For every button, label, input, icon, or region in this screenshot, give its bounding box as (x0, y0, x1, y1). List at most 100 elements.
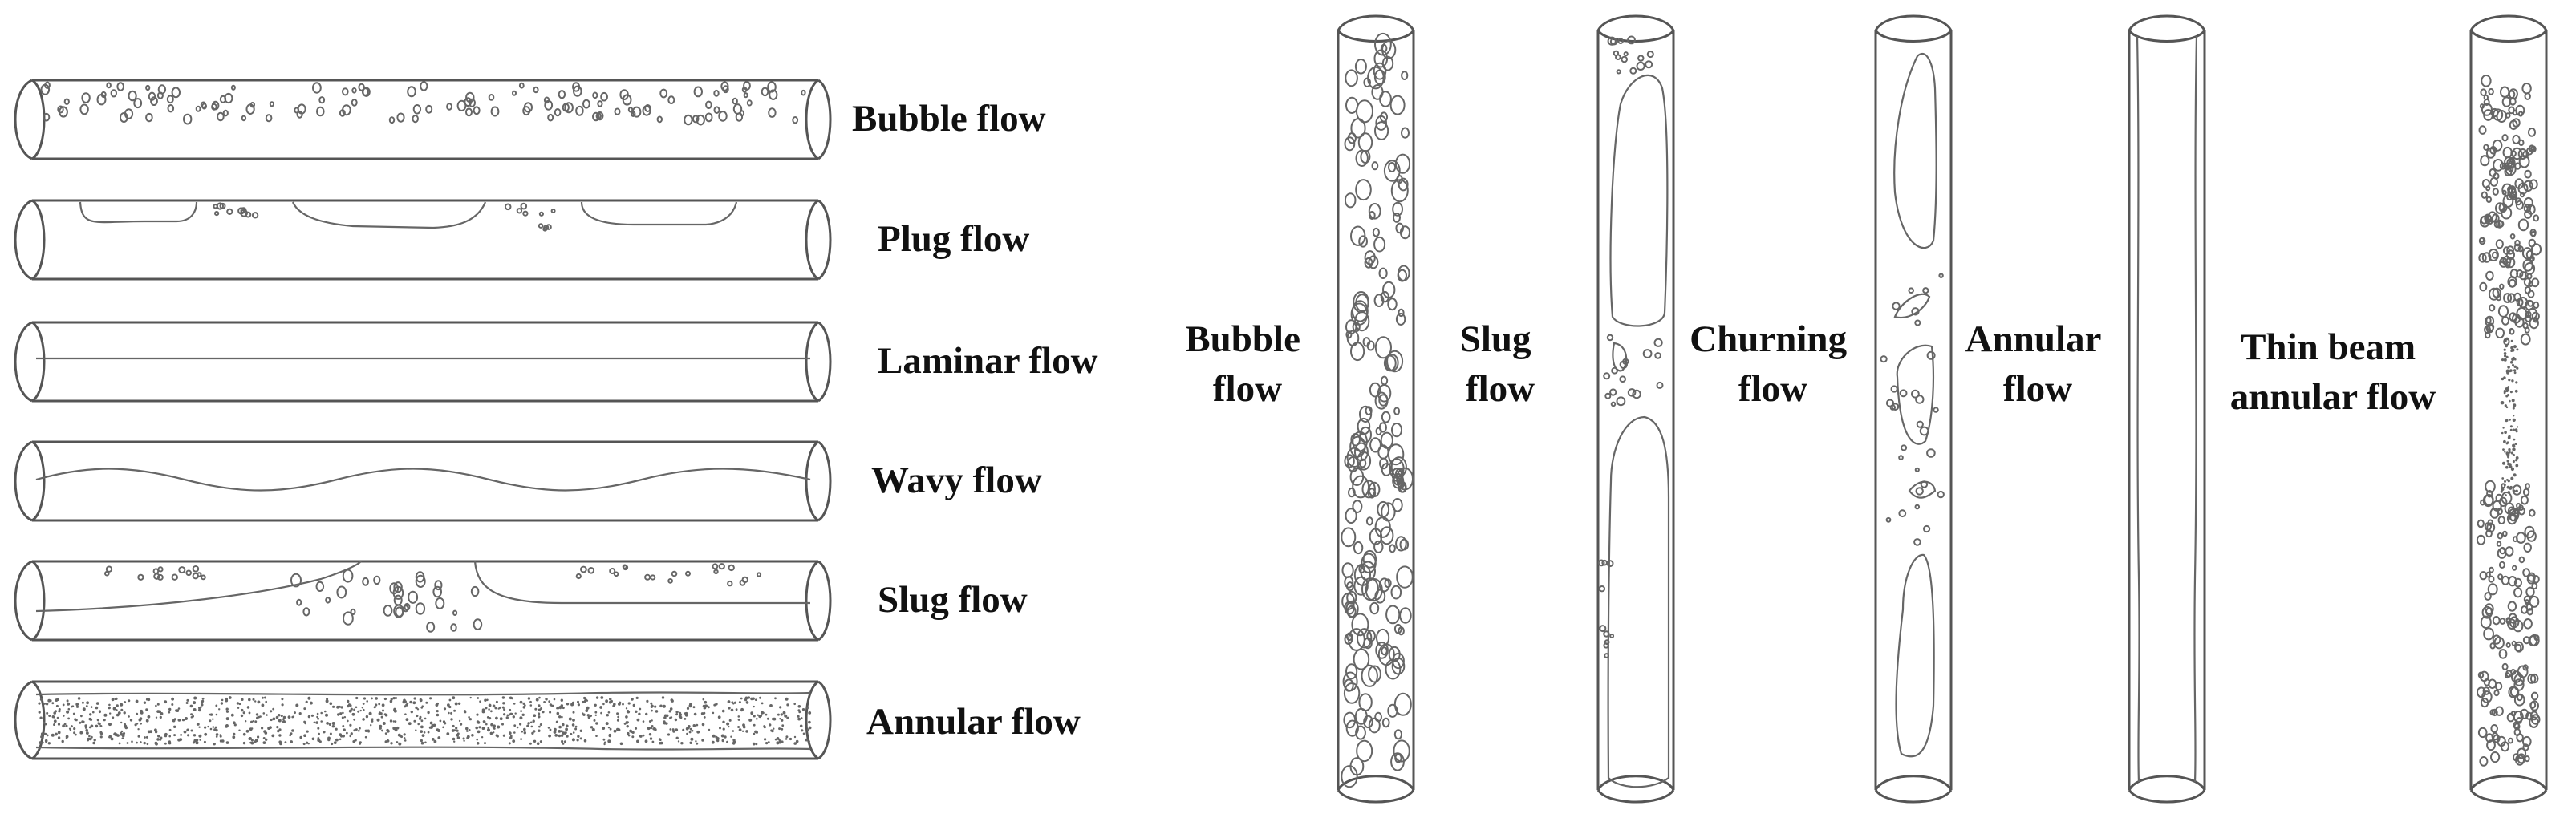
bubble (148, 91, 156, 101)
droplet (806, 707, 809, 710)
droplet (748, 718, 753, 722)
bubble (712, 563, 719, 570)
bubble (2478, 253, 2487, 263)
bubble (2529, 508, 2536, 517)
droplet (348, 703, 351, 707)
bubble (743, 92, 748, 99)
droplet (403, 733, 406, 736)
droplet (612, 704, 615, 707)
bubble (2477, 519, 2485, 528)
droplet (255, 713, 259, 716)
droplet (450, 711, 453, 715)
droplet (131, 740, 133, 743)
droplet (539, 740, 542, 743)
droplet (780, 713, 783, 716)
bubble (2497, 735, 2506, 747)
droplet (715, 735, 718, 739)
droplet (339, 738, 342, 741)
bubble (1385, 605, 1401, 625)
droplet (352, 740, 355, 743)
droplet (136, 741, 138, 744)
bubble (2508, 165, 2514, 172)
droplet (258, 715, 261, 719)
droplet (408, 722, 412, 726)
droplet (399, 734, 402, 738)
droplet (484, 698, 487, 702)
bubble (412, 104, 422, 115)
droplet (44, 723, 47, 726)
droplet (171, 703, 174, 706)
bubble (1629, 67, 1637, 75)
droplet (403, 737, 406, 739)
bubble (1368, 255, 1379, 269)
droplet (505, 716, 509, 719)
droplet (453, 740, 456, 743)
droplet (392, 720, 395, 723)
pipe-annular-flow (14, 680, 832, 760)
bubble (1374, 336, 1393, 359)
droplet (781, 727, 784, 731)
droplet (2500, 401, 2504, 405)
droplet (225, 707, 229, 711)
bubble (2480, 216, 2488, 225)
droplet (81, 720, 84, 723)
bubble (2516, 532, 2526, 544)
droplet (764, 738, 767, 741)
droplet (510, 697, 513, 700)
bubble (1621, 55, 1628, 63)
droplet (305, 700, 308, 703)
droplet (437, 736, 441, 739)
droplet (313, 721, 316, 724)
bubble (2488, 249, 2499, 261)
droplet (476, 738, 478, 741)
label-wavy-flow: Wavy flow (871, 460, 1042, 501)
bubble (2512, 110, 2518, 116)
bubble (1351, 613, 1369, 637)
droplet (501, 723, 504, 726)
droplet (149, 730, 153, 734)
bubble (2497, 516, 2505, 524)
bubble (1355, 725, 1366, 740)
droplet (79, 731, 83, 735)
droplet (793, 703, 796, 706)
droplet (348, 709, 352, 713)
droplet (423, 731, 426, 734)
bubble (1914, 504, 1921, 510)
droplet (526, 724, 529, 727)
droplet (209, 713, 213, 716)
droplet (46, 734, 49, 737)
droplet (721, 709, 725, 713)
droplet (565, 727, 568, 731)
droplet (350, 707, 353, 711)
bubble (396, 112, 405, 123)
bubble (1598, 585, 1606, 593)
droplet (765, 713, 768, 716)
droplet (745, 730, 748, 733)
droplet (737, 718, 740, 721)
droplet (175, 709, 178, 712)
droplet (590, 726, 594, 729)
droplet (318, 732, 321, 735)
droplet (501, 696, 505, 699)
droplet (560, 730, 563, 733)
droplet (595, 722, 598, 725)
bubble (145, 84, 151, 91)
droplet (66, 710, 70, 714)
droplet (436, 713, 440, 717)
droplet (486, 716, 489, 719)
bubble (2495, 327, 2505, 339)
droplet (433, 739, 437, 743)
bubble (1350, 342, 1365, 362)
droplet (477, 721, 481, 724)
bubble (547, 113, 554, 122)
droplet (257, 700, 261, 704)
bubble (407, 86, 416, 98)
droplet (342, 734, 346, 738)
droplet (233, 723, 237, 727)
droplet (696, 723, 699, 727)
droplet (647, 727, 651, 731)
droplet (757, 714, 759, 716)
droplet (2513, 365, 2517, 368)
droplet (677, 740, 680, 743)
bubble (627, 107, 634, 113)
